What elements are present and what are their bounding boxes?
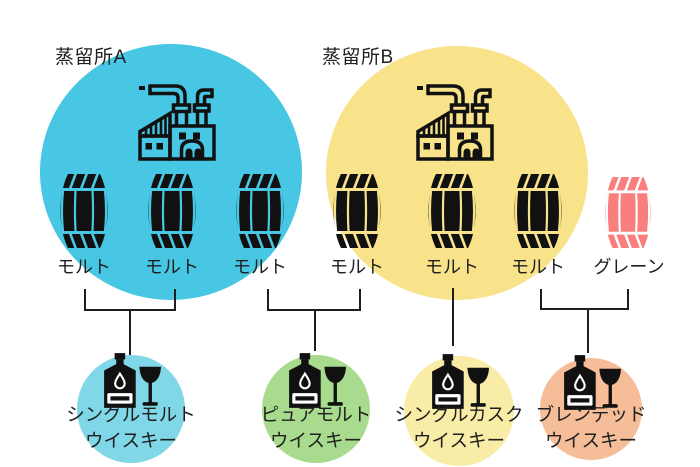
barrel-label: モルト (145, 257, 199, 277)
grain-barrel-icon (601, 177, 655, 248)
whisky-name-line1: シングルモルト (66, 404, 196, 425)
barrel-label: モルト (511, 257, 565, 277)
factory-icon (134, 78, 218, 162)
whisky-bottle-and-glass-icon (287, 353, 346, 408)
barrel-label: モルト (233, 257, 287, 277)
single-cask-label: シングルカスク ウイスキー (374, 402, 544, 454)
whisky-name-line2: ウイスキー (545, 430, 637, 451)
barrel-icon (510, 174, 566, 248)
whisky-name-line2: ウイスキー (85, 430, 177, 451)
barrel-icon (329, 174, 385, 248)
bracket-pure-malt (267, 289, 361, 351)
distillery-b-label: 蒸留所B (322, 47, 394, 68)
single-malt-label: シングルモルト ウイスキー (46, 402, 216, 454)
whisky-bottle-and-glass-icon (102, 353, 161, 408)
whisky-name-line2: ウイスキー (270, 430, 362, 451)
whisky-name-line1: ブレンデッド (535, 404, 647, 425)
distillery-a-label: 蒸留所A (55, 47, 127, 68)
barrel-icon (56, 174, 112, 248)
factory-icon (412, 78, 496, 162)
barrel-label: モルト (330, 257, 384, 277)
barrel-icon (144, 174, 200, 248)
barrel-label: モルト (425, 257, 479, 277)
grain-barrel-label: グレーン (593, 257, 665, 277)
barrel-label: モルト (57, 257, 111, 277)
blended-label: ブレンデッド ウイスキー (506, 402, 676, 454)
barrel-icon (424, 174, 480, 248)
barrel-icon (232, 174, 288, 248)
whisky-name-line1: ピュアモルト (260, 404, 372, 425)
pure-malt-label: ピュアモルト ウイスキー (231, 402, 401, 454)
whisky-name-line1: シングルカスク (394, 404, 524, 425)
whisky-bottle-and-glass-icon (430, 354, 489, 409)
bracket-blended (540, 289, 629, 353)
whisky-name-line2: ウイスキー (413, 430, 505, 451)
